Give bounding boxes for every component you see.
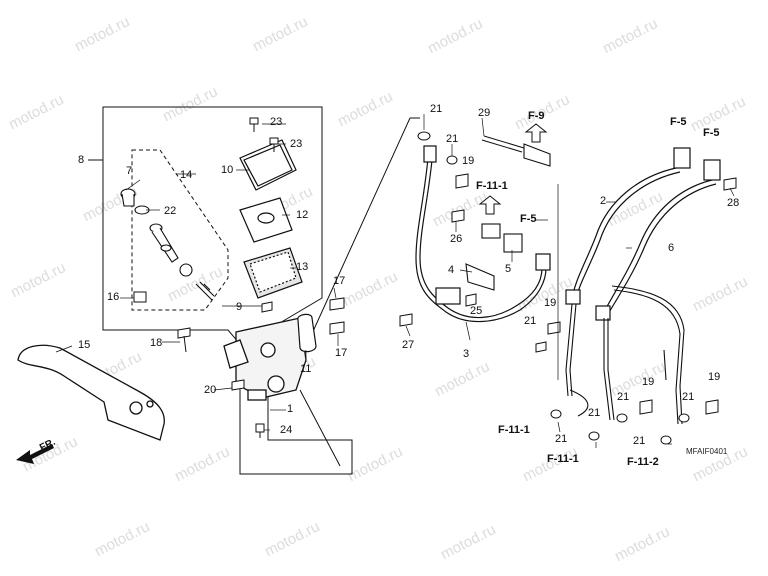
callout-3: 3 bbox=[463, 348, 470, 360]
callout-7: 7 bbox=[126, 165, 133, 177]
callout-19: 19 bbox=[462, 155, 475, 167]
banjo-bolts bbox=[399, 131, 737, 445]
callout-11: 11 bbox=[300, 363, 312, 375]
guide-line bbox=[299, 117, 411, 361]
ref-f11-1: F-11-1 bbox=[498, 424, 530, 436]
callout-21: 21 bbox=[633, 435, 646, 447]
callout-17: 17 bbox=[333, 275, 346, 287]
diagram-code: MFAIF0401 bbox=[686, 447, 728, 456]
callout-27: 27 bbox=[402, 339, 415, 351]
callout-16: 16 bbox=[107, 291, 120, 303]
brake-hose-2 bbox=[565, 147, 691, 305]
callout-18: 18 bbox=[150, 337, 163, 349]
callout-2: 2 bbox=[600, 195, 607, 207]
callout-4: 4 bbox=[448, 264, 455, 276]
diaphragm-plate bbox=[239, 197, 293, 243]
callout-21: 21 bbox=[555, 433, 568, 445]
callout-9: 9 bbox=[236, 301, 243, 313]
callout-19: 19 bbox=[642, 376, 655, 388]
screws bbox=[133, 117, 345, 438]
ref-f11-1: F-11-1 bbox=[476, 180, 508, 192]
master-cylinder bbox=[223, 317, 307, 401]
piston-kit bbox=[120, 188, 215, 301]
callout-23: 23 bbox=[270, 116, 283, 128]
callout-1: 1 bbox=[287, 403, 294, 415]
callout-5: 5 bbox=[505, 263, 512, 275]
clamp-holder bbox=[297, 313, 317, 353]
callout-20: 20 bbox=[204, 384, 217, 396]
front-arrow bbox=[16, 444, 54, 464]
diaphragm bbox=[243, 247, 303, 299]
callout-14: 14 bbox=[180, 169, 193, 181]
ref-f11-1: F-11-1 bbox=[547, 453, 579, 465]
ref-f11-2: F-11-2 bbox=[627, 456, 659, 468]
brake-lever bbox=[17, 344, 165, 441]
ref-f5: F-5 bbox=[520, 213, 537, 225]
ref-f5: F-5 bbox=[670, 116, 687, 128]
callout-13: 13 bbox=[296, 261, 309, 273]
callout-24: 24 bbox=[280, 424, 293, 436]
callout-21: 21 bbox=[524, 315, 537, 327]
callout-17: 17 bbox=[335, 347, 348, 359]
reservoir-cap bbox=[239, 139, 297, 191]
callout-23: 23 bbox=[290, 138, 303, 150]
ref-arrows bbox=[478, 123, 548, 215]
callout-21: 21 bbox=[430, 103, 443, 115]
ref-f5: F-5 bbox=[703, 127, 720, 139]
callout-21: 21 bbox=[617, 391, 630, 403]
callout-26: 26 bbox=[450, 233, 463, 245]
callout-22: 22 bbox=[164, 205, 177, 217]
assembly-group-outline bbox=[102, 106, 353, 475]
leader-lines bbox=[55, 114, 735, 448]
callout-25: 25 bbox=[470, 305, 483, 317]
piston-kit-outline bbox=[131, 149, 229, 311]
brake-hose-6 bbox=[595, 159, 721, 321]
callout-28: 28 bbox=[727, 197, 740, 209]
callout-6: 6 bbox=[668, 242, 675, 254]
guide-line bbox=[299, 389, 341, 467]
brake-hose-3 bbox=[415, 145, 551, 323]
three-way-joint bbox=[465, 143, 551, 291]
callout-8: 8 bbox=[78, 154, 85, 166]
callout-19: 19 bbox=[544, 297, 557, 309]
callout-12: 12 bbox=[296, 209, 309, 221]
callout-10: 10 bbox=[221, 164, 234, 176]
ref-f9: F-9 bbox=[528, 110, 545, 122]
brake-pipes bbox=[565, 285, 685, 425]
callout-29: 29 bbox=[478, 107, 491, 119]
callout-15: 15 bbox=[78, 339, 91, 351]
callout-21: 21 bbox=[682, 391, 695, 403]
callout-21: 21 bbox=[588, 407, 601, 419]
callout-21: 21 bbox=[446, 133, 459, 145]
callout-19: 19 bbox=[708, 371, 721, 383]
